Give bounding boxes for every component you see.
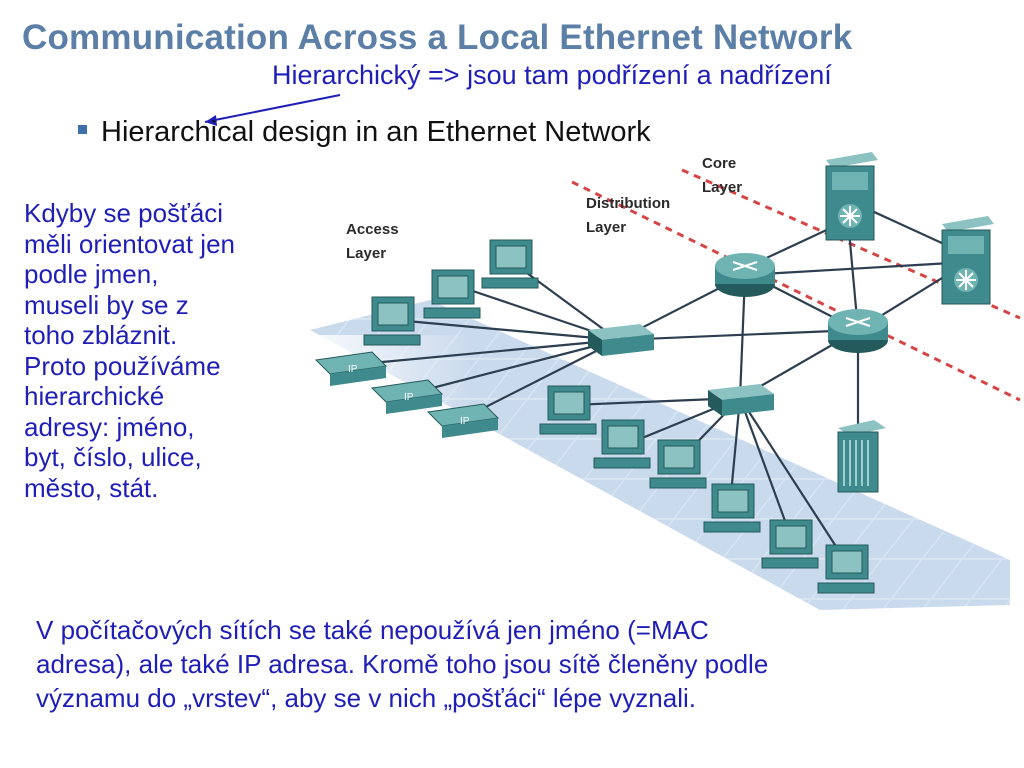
- annotation-arrow: [204, 94, 341, 123]
- svg-text:IP: IP: [460, 416, 470, 427]
- bullet-item: Hierarchical design in an Ethernet Netwo…: [78, 116, 651, 149]
- distribution-router: [828, 309, 888, 353]
- side-note-line: museli by se z: [24, 289, 189, 320]
- pc: [539, 385, 597, 435]
- distribution-access-boundary: [571, 180, 1021, 402]
- core-switch: [941, 216, 994, 305]
- side-note-line: toho zbláznit.: [24, 320, 178, 350]
- pc: [703, 483, 761, 533]
- side-note-line: měli orientovat jen: [24, 228, 235, 259]
- distribution-router: [715, 253, 775, 297]
- pc: [481, 239, 539, 289]
- bottom-note-line: V počítačových sítích se také nepoužívá …: [36, 615, 709, 645]
- server: [837, 420, 886, 493]
- side-note-line: Kdyby se pošťáci: [24, 198, 224, 228]
- svg-text:IP: IP: [404, 392, 414, 403]
- pc: [761, 519, 819, 569]
- ip-phone: IP: [314, 351, 388, 386]
- access-switch: [708, 384, 774, 416]
- pc: [363, 296, 421, 346]
- side-note-line: Proto používáme: [24, 350, 221, 381]
- bottom-note-line: významu do „vrstev“, aby se v nich „pošť…: [36, 683, 697, 713]
- bottom-note: V počítačových sítích se také nepoužívá …: [36, 613, 1016, 715]
- pc: [423, 269, 481, 319]
- pc-group: [363, 239, 875, 594]
- pc: [593, 419, 651, 469]
- pc: [817, 544, 875, 594]
- side-note: Kdyby se pošťáci měli orientovat jen pod…: [24, 198, 314, 503]
- svg-text:IP: IP: [348, 364, 358, 375]
- access-switch: [588, 324, 654, 356]
- side-note-line: adresy: jméno,: [24, 411, 195, 442]
- side-note-line: hierarchické: [24, 381, 165, 411]
- side-note-line: podle jmen,: [24, 259, 159, 289]
- side-note-line: město, stát.: [24, 472, 159, 503]
- bullet-marker: [78, 124, 87, 134]
- bullet-text: Hierarchical design in an Ethernet Netwo…: [101, 116, 651, 148]
- side-note-line: byt, číslo, ulice,: [24, 442, 202, 472]
- bottom-note-line: adresa), ale také IP adresa. Kromě toho …: [36, 649, 769, 679]
- ip-phone: IP: [370, 379, 444, 414]
- ip-phone: IP: [426, 403, 500, 438]
- annotation-note: Hierarchický => jsou tam podřízení a nad…: [272, 60, 832, 90]
- slide-title: Communication Across a Local Ethernet Ne…: [22, 18, 853, 57]
- core-switch: [825, 152, 878, 241]
- pc: [649, 439, 707, 489]
